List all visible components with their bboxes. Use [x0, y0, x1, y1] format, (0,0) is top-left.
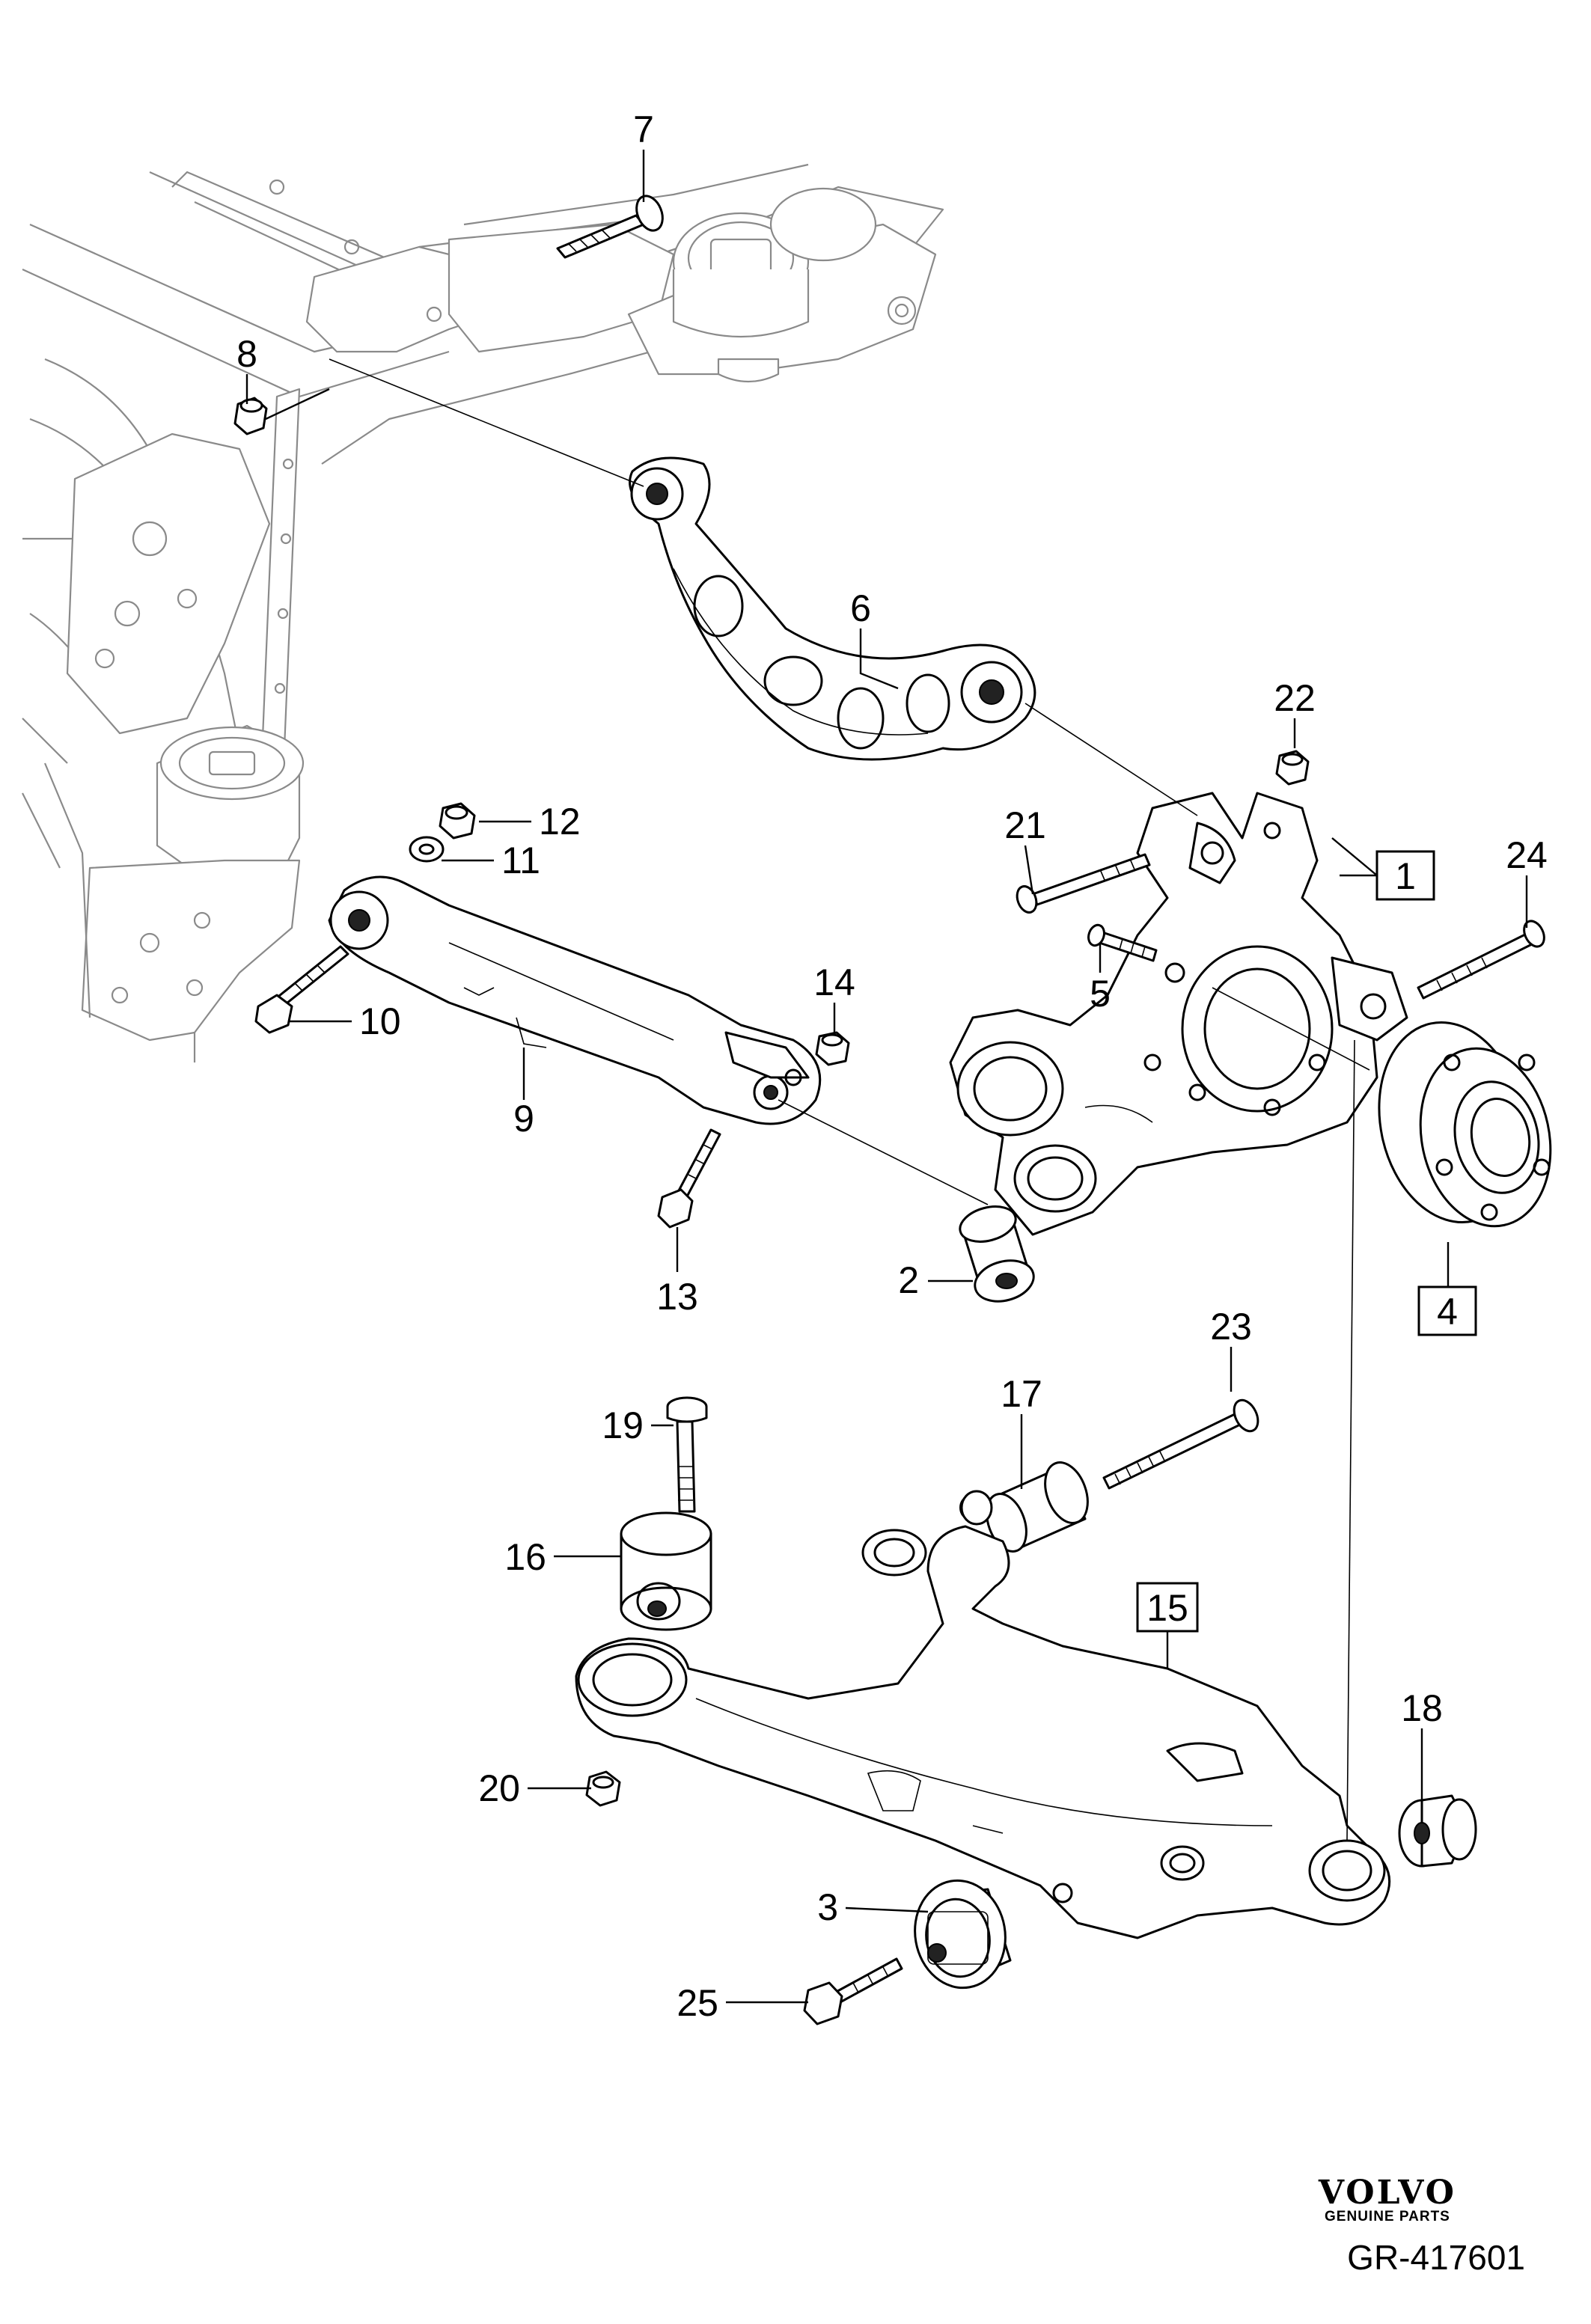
callout-3: 3: [817, 1886, 838, 1928]
callout-4: 4: [1437, 1291, 1458, 1333]
callout-17: 17: [1001, 1373, 1042, 1415]
part-13-bolt: [657, 1128, 721, 1229]
callout-25: 25: [677, 1982, 718, 2024]
callout-10: 10: [359, 1000, 401, 1042]
rear-subframe: [22, 163, 944, 1062]
callout-labels: 7 8 6 22 21 1 24 5 4 12 11 10 14 9 13 2 …: [236, 108, 1548, 2024]
callout-23: 23: [1210, 1306, 1252, 1348]
part-25-bolt: [803, 1957, 903, 2025]
callout-14: 14: [813, 961, 855, 1003]
part-19-bolt: [666, 1396, 708, 1513]
callout-6: 6: [850, 587, 871, 629]
callout-20: 20: [478, 1767, 520, 1809]
callout-12: 12: [539, 801, 581, 843]
part-4-wheel-hub: [1378, 1021, 1552, 1228]
part-8-nut: [233, 388, 330, 435]
callout-7: 7: [633, 108, 654, 150]
assembly-lines: [329, 358, 1370, 1841]
callout-13: 13: [656, 1276, 698, 1318]
callout-box-4: [1417, 1285, 1477, 1336]
part-6-upper-control-arm: [629, 456, 1036, 761]
part-24-bolt: [1417, 920, 1545, 1000]
genuine-parts-tagline: GENUINE PARTS: [1325, 2209, 1450, 2224]
callout-box-15: [1136, 1582, 1199, 1633]
part-16-bushing: [620, 1511, 712, 1631]
part-9-lateral-link: [328, 875, 822, 1125]
callout-15: 15: [1146, 1587, 1188, 1629]
callout-21: 21: [1004, 804, 1046, 846]
part-11-washer: [409, 836, 445, 863]
volvo-brand-mark: VOLVO GENUINE PARTS: [1319, 2174, 1456, 2225]
callout-24: 24: [1506, 834, 1548, 876]
callout-19: 19: [602, 1404, 644, 1446]
callout-2: 2: [898, 1259, 919, 1301]
boxed-callouts: [1136, 850, 1477, 1633]
part-1-knuckle: [949, 792, 1408, 1236]
part-22-nut: [1275, 750, 1310, 786]
callout-18: 18: [1401, 1687, 1443, 1729]
part-2-bushing: [959, 1205, 1035, 1303]
part-21-bolt: [1016, 853, 1151, 914]
part-15-lower-control-arm: [575, 1525, 1391, 1939]
callout-16: 16: [504, 1536, 546, 1578]
part-3-bushing: [914, 1879, 1012, 1990]
callout-8: 8: [236, 333, 257, 375]
callout-box-1: [1375, 850, 1435, 901]
part-12-nut: [439, 802, 476, 840]
callout-1: 1: [1395, 855, 1416, 897]
callout-22: 22: [1274, 677, 1316, 719]
part-18-bushing: [1398, 1794, 1477, 1868]
part-23-bolt: [1102, 1398, 1259, 1490]
part-10-bolt: [254, 945, 349, 1034]
part-20-nut: [585, 1770, 621, 1807]
callout-11: 11: [501, 840, 540, 881]
part-14-nut: [815, 1031, 850, 1066]
callout-9: 9: [513, 1098, 534, 1140]
callout-5: 5: [1090, 973, 1111, 1015]
document-number: GR-417601: [1347, 2238, 1525, 2277]
part-17-bushing: [959, 1461, 1089, 1553]
volvo-logo: VOLVO: [1318, 2174, 1456, 2212]
leader-lines: [245, 150, 1528, 2004]
part-5-bolt: [1087, 923, 1158, 962]
